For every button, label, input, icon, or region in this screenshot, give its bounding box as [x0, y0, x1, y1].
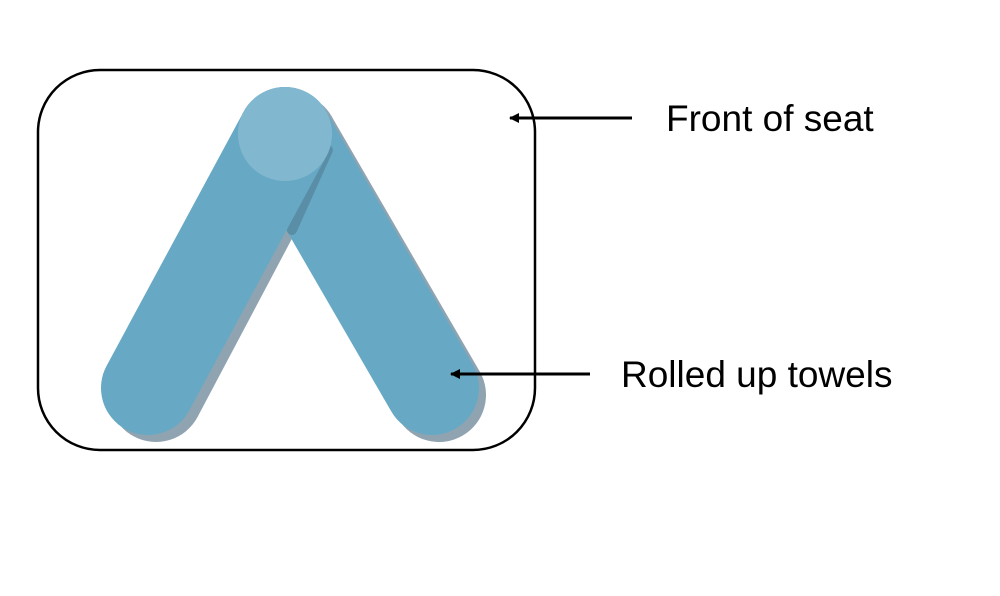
front-of-seat-label: Front of seat: [666, 98, 874, 139]
rolled-towels-label: Rolled up towels: [621, 354, 892, 395]
left-rolled-towel: [101, 87, 332, 435]
towel-end-cap: [238, 87, 332, 181]
